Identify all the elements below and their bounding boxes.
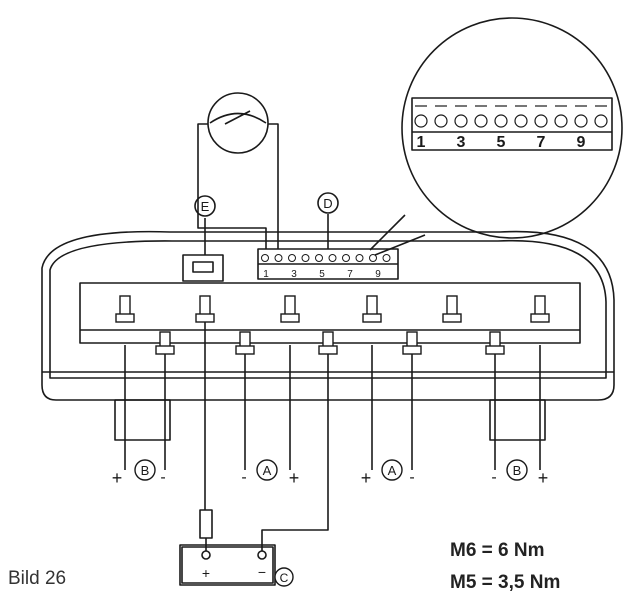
- zoom-num-7: 7: [537, 134, 546, 151]
- label-d-circle: [317, 192, 339, 214]
- label-e: E: [201, 199, 210, 214]
- strip-num-7: 7: [347, 269, 353, 280]
- strip-terminal-3: [301, 254, 310, 262]
- label-d: D: [323, 196, 332, 211]
- strip-terminal-9: [382, 254, 391, 262]
- torque-m6: M6 = 6 Nm: [450, 540, 545, 561]
- bolt-tall-nut-2: [280, 313, 300, 323]
- label-a-left: A: [263, 463, 272, 478]
- strip-terminal-7: [355, 254, 364, 262]
- bolt-short-nut-1: [235, 345, 255, 355]
- plus-b-right: +: [538, 468, 549, 488]
- bolt-tall-5: [534, 295, 546, 317]
- zoom-num-5: 5: [497, 134, 506, 151]
- battery-plus: +: [202, 565, 210, 581]
- strip-terminal-1: [274, 254, 283, 262]
- zoom-terminal-7: [554, 114, 568, 128]
- strip-terminal-2: [288, 254, 296, 262]
- strip-terminal-circles: [261, 254, 391, 262]
- minus-b-left: -: [160, 469, 165, 486]
- connector-e: [182, 254, 224, 282]
- bolt-short-nut-2: [318, 345, 338, 355]
- zoom-terminal-6: [534, 114, 548, 128]
- terminal-bolts: [115, 295, 550, 355]
- minus-a-left: -: [241, 469, 246, 486]
- label-c-circle: [274, 567, 294, 587]
- bolt-short-nut-4: [485, 345, 505, 355]
- bolt-tall-nut-1: [195, 313, 215, 323]
- strip-terminal-5: [328, 254, 337, 262]
- strip-terminal-4: [315, 254, 323, 262]
- label-b-left-circle: [134, 459, 156, 481]
- zoom-terminal-2: [454, 114, 468, 128]
- bolt-tall-nut-5: [530, 313, 550, 323]
- label-b-left: B: [141, 463, 150, 478]
- label-b-right-circle: [506, 459, 528, 481]
- zoom-terminal-0: [414, 114, 428, 128]
- bolt-tall-nut-4: [442, 313, 462, 323]
- zoom-terminal-5: [514, 114, 528, 128]
- housing-inner: [49, 239, 607, 379]
- torque-m5: M5 = 3,5 Nm: [450, 572, 561, 593]
- zoom-terminal-4: [494, 114, 508, 128]
- label-b-right: B: [513, 463, 522, 478]
- bolt-tall-0: [119, 295, 131, 317]
- minus-b-right: -: [491, 469, 496, 486]
- bolt-tall-nut-3: [362, 313, 382, 323]
- zoom-num-1: 1: [417, 134, 426, 151]
- zoom-terminal-3: [474, 114, 488, 128]
- bolt-short-nut-3: [402, 345, 422, 355]
- sensor-gauge: [207, 92, 269, 154]
- bolt-short-nut-0: [155, 345, 175, 355]
- bolt-tall-1: [199, 295, 211, 317]
- terminal-strip-zoom: [411, 97, 613, 151]
- strip-num-3: 3: [291, 269, 297, 280]
- label-e-circle: [194, 195, 216, 217]
- bolt-tall-2: [284, 295, 296, 317]
- figure-caption: Bild 26: [8, 568, 67, 589]
- strip-num-1: 1: [263, 269, 269, 280]
- bolt-tall-3: [366, 295, 378, 317]
- label-a-right: A: [388, 463, 397, 478]
- battery-minus: −: [258, 564, 266, 580]
- strip-num-5: 5: [319, 269, 325, 280]
- zoom-num-3: 3: [457, 134, 466, 151]
- magnifier: [401, 17, 623, 239]
- strip-terminal-0: [261, 254, 269, 262]
- bolt-tall-4: [446, 295, 458, 317]
- label-a-left-circle: [256, 459, 278, 481]
- label-c: C: [280, 571, 289, 585]
- bolt-tall-nut-0: [115, 313, 135, 323]
- battery-c: [179, 544, 276, 586]
- plus-a-right: +: [361, 468, 372, 488]
- plus-b-left: +: [112, 468, 123, 488]
- zoom-terminal-9: [594, 114, 608, 128]
- plus-a-left: +: [289, 468, 300, 488]
- foot-right: [489, 399, 546, 441]
- housing-outer: [41, 230, 615, 401]
- fuse: [199, 509, 213, 539]
- label-a-right-circle: [381, 459, 403, 481]
- zoom-terminal-circles: [414, 105, 608, 128]
- minus-a-right: -: [409, 469, 414, 486]
- zoom-terminal-8: [574, 114, 588, 128]
- strip-terminal-8: [369, 254, 377, 262]
- foot-left: [114, 399, 171, 441]
- zoom-num-9: 9: [577, 134, 586, 151]
- zoom-terminal-1: [434, 114, 448, 128]
- strip-terminal-6: [342, 254, 350, 262]
- strip-num-9: 9: [375, 269, 381, 280]
